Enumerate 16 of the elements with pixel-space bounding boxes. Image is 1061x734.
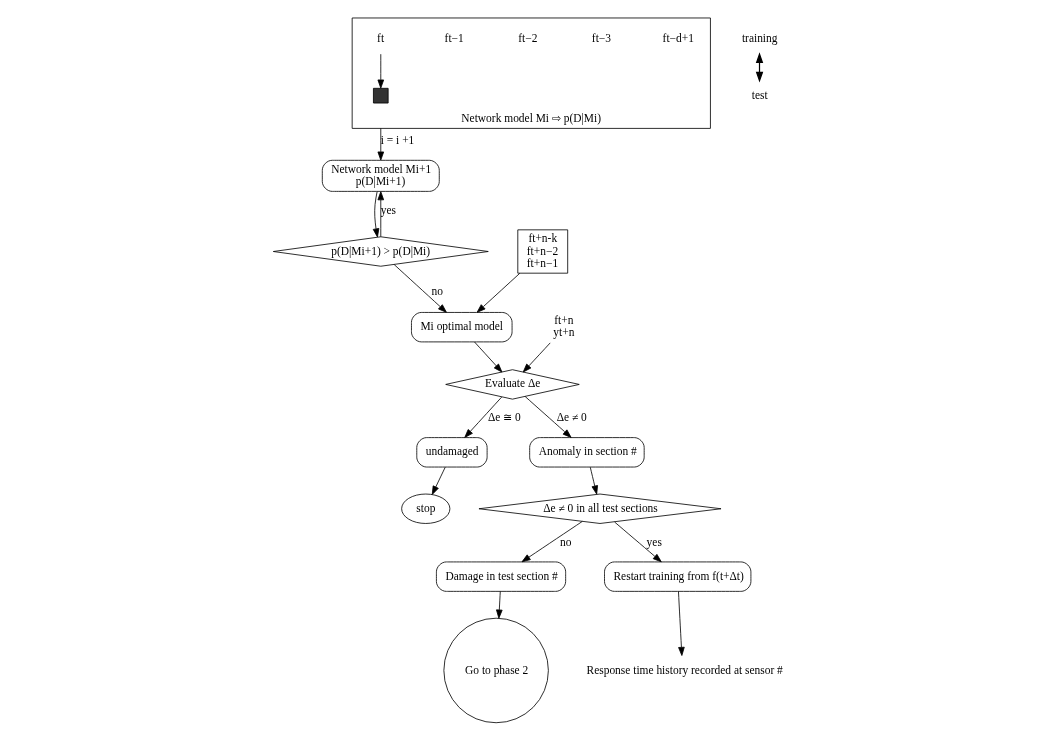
- label: ft−2: [518, 32, 538, 45]
- edge-label: no: [559, 535, 572, 548]
- label: ft−3: [591, 32, 611, 45]
- edge-label: no: [431, 285, 443, 298]
- node-text: Response time history recorded at sensor #: [586, 663, 783, 676]
- label: training: [741, 32, 778, 45]
- edge-label: yes: [380, 203, 397, 216]
- edge-label: yes: [646, 535, 662, 548]
- label: ft−d+1: [662, 32, 694, 45]
- node-text: ft: [377, 32, 385, 45]
- label: test: [751, 88, 768, 101]
- edge-label: Δe ≠ 0: [556, 411, 587, 424]
- label: ft−1: [444, 32, 464, 45]
- node-text: ft+n yt+n: [553, 314, 575, 339]
- edge-label: Δe ≅ 0: [487, 411, 521, 424]
- edge-label: i = i +1: [380, 134, 415, 147]
